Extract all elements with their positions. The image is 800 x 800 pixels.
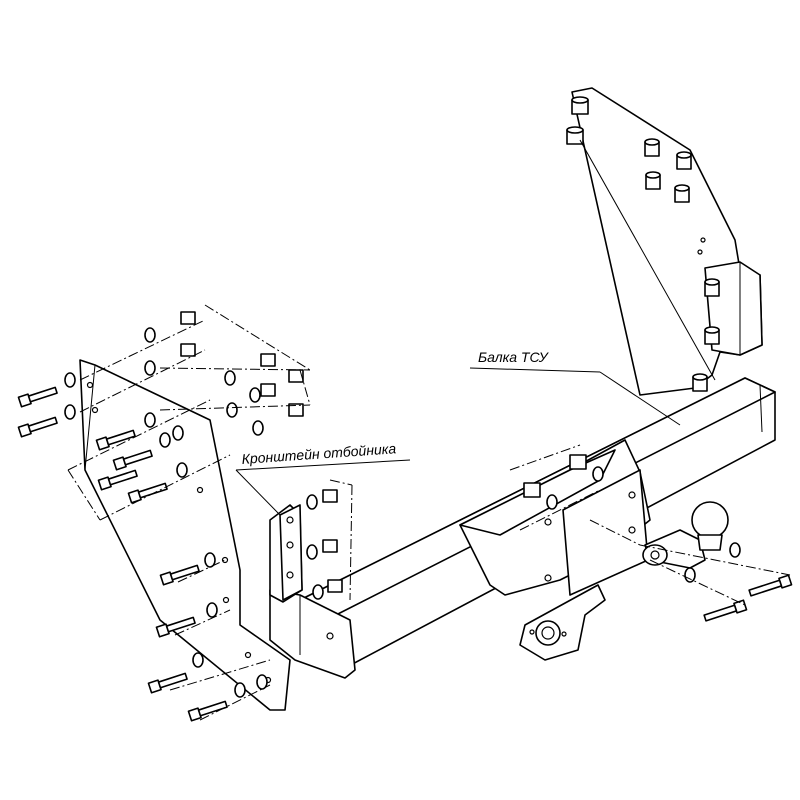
assembly-center-lines	[67, 304, 791, 721]
socket-plate	[519, 584, 606, 661]
leader-lines	[235, 139, 716, 516]
right-bolts	[684, 542, 793, 622]
left-bolts	[17, 386, 228, 722]
beam-label: Балка ТСУ	[478, 349, 550, 365]
bracket-label: Кронштейн отбойника	[241, 440, 397, 467]
tow-ball	[642, 501, 729, 569]
center-nuts	[523, 454, 604, 510]
center-reinforcement	[459, 439, 651, 596]
left-washers-nuts	[64, 311, 343, 698]
right-bracket-nuts	[566, 96, 720, 392]
bumper-bracket	[269, 504, 303, 603]
right-side-bracket	[571, 87, 763, 396]
